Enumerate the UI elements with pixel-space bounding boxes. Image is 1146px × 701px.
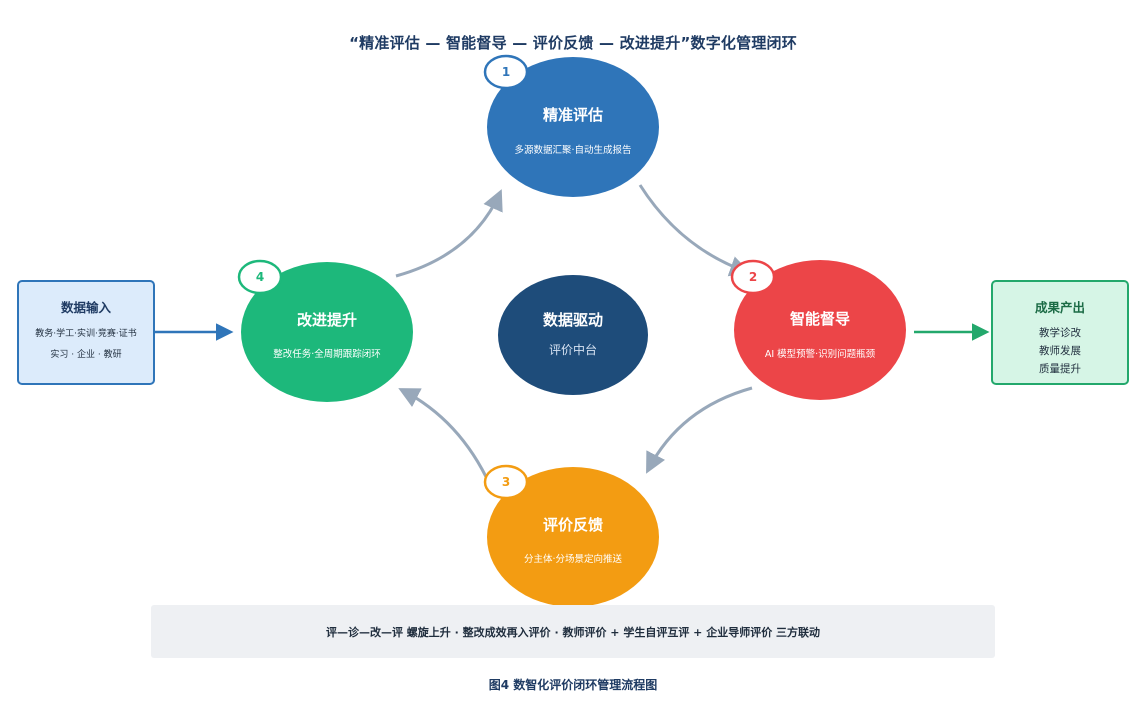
node-title: 智能督导: [790, 310, 850, 328]
node-precise-assessment: 精准评估 多源数据汇聚·自动生成报告 1: [483, 54, 659, 197]
step-badge-number: 4: [256, 270, 264, 284]
data-input-line-1: 教务·学工·实训·竞赛·证书: [35, 327, 136, 339]
step-badge: [483, 464, 529, 500]
node-subtitle: AI 模型预警·识别问题瓶颈: [765, 348, 876, 360]
figure-caption: 图4 数智化评价闭环管理流程图: [488, 678, 658, 692]
footer-summary-bar: 评—诊—改—评 螺旋上升 · 整改成效再入评价 · 教师评价 + 学生自评互评 …: [151, 605, 995, 658]
data-input-title: 数据输入: [60, 300, 112, 315]
center-node-title: 数据驱动: [543, 311, 603, 329]
step-badge: [483, 54, 529, 90]
arrow-feedback-to-improve: [398, 388, 492, 486]
step-badge: [730, 259, 776, 295]
arrow-improve-to-assess: [395, 189, 503, 278]
results-output-item: 教师发展: [1039, 344, 1081, 357]
results-output-item: 教学诊改: [1039, 326, 1081, 339]
arrow-supervise-to-feedback: [646, 386, 753, 474]
data-input-box: 数据输入 教务·学工·实训·竞赛·证书 实习 · 企业 · 教研: [17, 280, 155, 385]
node-improvement: 改进提升 整改任务·全周期跟踪闭环 4: [237, 259, 413, 402]
footer-summary-text: 评—诊—改—评 螺旋上升 · 整改成效再入评价 · 教师评价 + 学生自评互评 …: [325, 625, 821, 639]
results-output-item: 质量提升: [1039, 363, 1081, 375]
node-title: 精准评估: [543, 106, 603, 124]
data-input-line-2: 实习 · 企业 · 教研: [50, 348, 121, 360]
results-output-title: 成果产出: [1035, 300, 1085, 315]
center-node-data-driven: 数据驱动 评价中台: [498, 275, 648, 395]
diagram-title: “精准评估 — 智能督导 — 评价反馈 — 改进提升”数字化管理闭环: [349, 34, 797, 52]
node-title: 改进提升: [297, 311, 357, 329]
node-evaluation-feedback: 评价反馈 分主体·分场景定向推送 3: [483, 464, 659, 607]
node-title: 评价反馈: [543, 516, 603, 534]
step-badge-number: 3: [502, 475, 510, 489]
step-badge-number: 2: [749, 270, 757, 284]
node-subtitle: 分主体·分场景定向推送: [524, 553, 623, 565]
center-node-subtitle: 评价中台: [549, 342, 597, 357]
arrow-assess-to-supervise: [638, 184, 751, 277]
results-output-box: 成果产出 教学诊改 教师发展 质量提升: [991, 280, 1129, 385]
node-subtitle: 整改任务·全周期跟踪闭环: [273, 348, 381, 360]
node-subtitle: 多源数据汇聚·自动生成报告: [514, 144, 631, 156]
step-badge-number: 1: [502, 65, 510, 79]
step-badge: [237, 259, 283, 295]
node-smart-supervision: 智能督导 AI 模型预警·识别问题瓶颈 2: [730, 259, 906, 400]
